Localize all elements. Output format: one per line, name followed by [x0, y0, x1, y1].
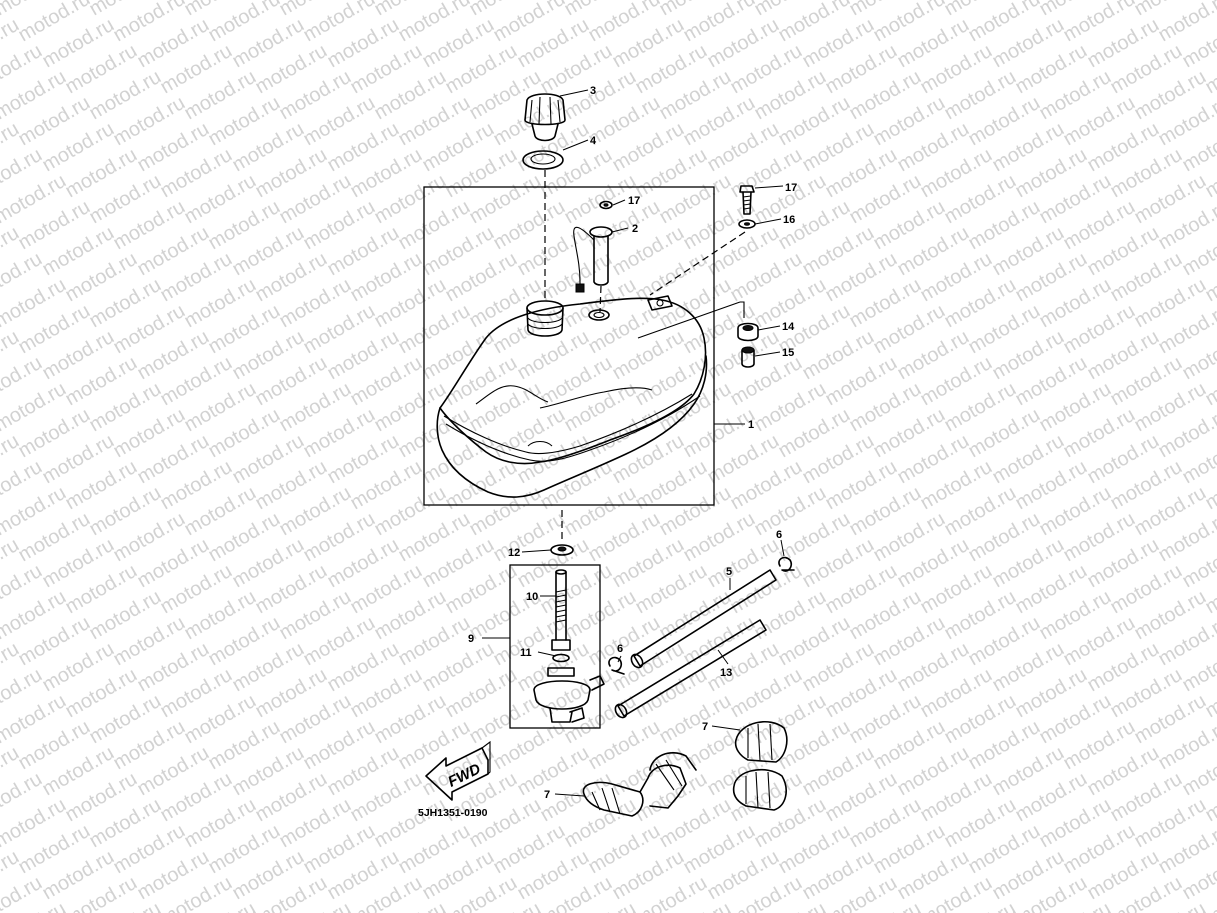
- callout-4: 4: [590, 135, 597, 147]
- callout-12: 13: [720, 667, 732, 679]
- fuel-hose: [630, 569, 777, 669]
- callout-labels: 3 4 17 2 17 16 14 15 1 6 12 5 10 9 6 11 …: [468, 85, 797, 801]
- leader-lines: [482, 89, 785, 797]
- gauge-axis: [599, 285, 602, 313]
- hose-clip-lower: [608, 656, 625, 675]
- damper-collar: [741, 346, 755, 368]
- callout-6-lower: 6: [617, 643, 623, 655]
- callout-5: 5: [726, 566, 732, 578]
- callout-6-upper: 6: [776, 529, 782, 541]
- fuel-cock: [533, 569, 605, 723]
- cap-gasket: [522, 150, 564, 170]
- callout-13: 14: [782, 321, 795, 333]
- callout-8: 9: [468, 633, 474, 645]
- callout-11: 12: [508, 547, 520, 559]
- callout-7-left: 7: [544, 789, 550, 801]
- gauge-screw: [599, 200, 613, 210]
- mount-bolt: [739, 185, 755, 215]
- hose-clamp-right: [732, 720, 788, 811]
- fuel-cock-frame: [509, 564, 601, 729]
- front-damper: [737, 322, 759, 342]
- callout-9: 10: [526, 591, 538, 603]
- diagram-code: 5JH1351-0190: [418, 807, 488, 819]
- damper-bracket-line: [637, 301, 745, 339]
- vent-hose: [614, 619, 767, 719]
- filler-cap: [524, 93, 566, 142]
- bolt-axis: [649, 231, 746, 296]
- hose-clamp-left: [582, 752, 697, 817]
- callout-16: 17: [785, 182, 797, 194]
- callout-7-right: 7: [702, 721, 708, 733]
- fuel-tank: [436, 295, 708, 498]
- hose-clip-upper: [778, 556, 795, 572]
- watermark-text: motod.ru: [0, 872, 46, 913]
- tank-frame: [423, 186, 715, 506]
- callout-2: 2: [632, 223, 638, 235]
- callout-3: 3: [590, 85, 596, 97]
- callout-17: 17: [628, 195, 640, 207]
- callout-1: 1: [748, 419, 754, 431]
- callout-14: 15: [782, 347, 794, 359]
- callout-15: 16: [783, 214, 795, 226]
- callout-10: 11: [520, 647, 532, 659]
